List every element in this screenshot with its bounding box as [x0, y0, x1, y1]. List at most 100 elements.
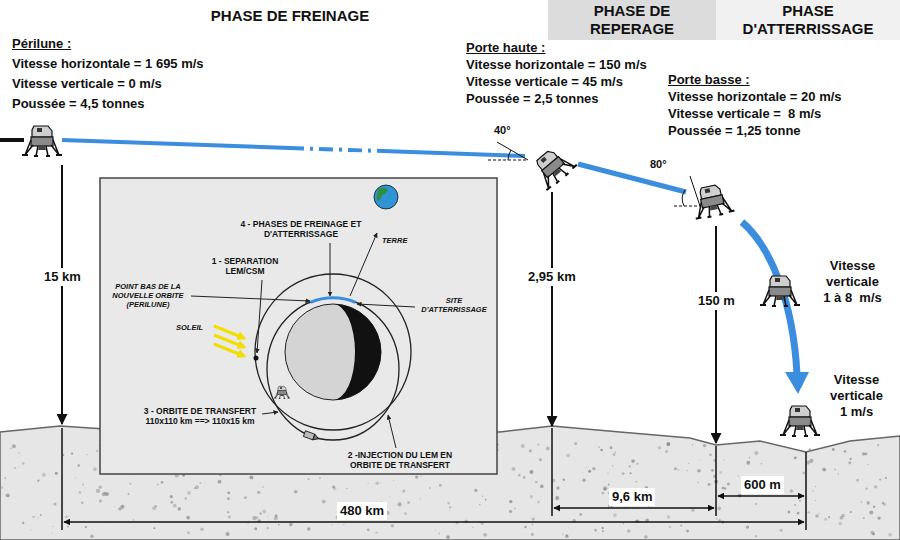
trajectory-arrowhead [785, 372, 809, 394]
ground-speckle [446, 535, 450, 539]
ground-speckle [838, 473, 839, 474]
step-label: 2 -INJECTION DU LEM EN ORBITE DE TRANSFE… [341, 450, 459, 470]
ground-speckle [227, 497, 230, 500]
ground-speckle [420, 498, 421, 499]
ground-speckle [601, 492, 604, 495]
descent-arc [310, 298, 355, 302]
inset-label: SOLEIL [176, 323, 203, 332]
ground-speckle [873, 505, 876, 508]
state-value: Poussée = 4,5 tonnes [12, 96, 145, 112]
ground-speckle [754, 451, 758, 455]
ground-speckle [555, 496, 559, 500]
ground-speckle [398, 502, 402, 506]
ground-speckle [839, 522, 842, 525]
ground-speckle [157, 484, 159, 486]
leader-line [262, 412, 278, 414]
ground-speckle [592, 467, 595, 470]
ground-speckle [99, 499, 102, 502]
ground-speckle [217, 480, 221, 484]
ground-speckle [530, 495, 533, 498]
phase-band: PHASE D'ATTERRISSAGE [716, 0, 900, 40]
ground-speckle [622, 472, 625, 475]
ground-speckle [709, 453, 712, 456]
ground-speckle [598, 446, 600, 448]
ground-speckle [195, 485, 199, 489]
ground-speckle [724, 460, 725, 461]
ground-speckle [717, 506, 721, 510]
ground-speckle [603, 486, 607, 490]
ground-speckle [623, 523, 624, 524]
ground-speckle [81, 502, 83, 504]
ground-speckle [77, 464, 79, 466]
lunar-module [760, 276, 800, 306]
ground-speckle [402, 489, 405, 492]
ground-speckle [708, 483, 711, 486]
ground-speckle [832, 448, 835, 451]
ground-speckle [716, 518, 718, 520]
ground-speckle [483, 533, 487, 537]
ground-speckle [790, 489, 794, 493]
ground-speckle [574, 442, 577, 445]
ground-speckle [177, 507, 181, 511]
ground-speckle [227, 511, 229, 513]
inset-label: TERRE [382, 236, 407, 245]
ground-speckle [85, 526, 87, 528]
state-value: Poussée = 1,25 tonne [668, 123, 801, 139]
ground-speckle [42, 473, 46, 477]
ground-speckle [438, 533, 440, 535]
ground-speckle [724, 487, 726, 489]
ground-speckle [563, 479, 565, 481]
ground-speckle [407, 501, 410, 504]
extension-line [715, 446, 717, 516]
ground-speckle [22, 462, 25, 465]
distance-label: 480 km [337, 502, 387, 520]
ground-speckle [615, 451, 616, 452]
ground-speckle [885, 477, 887, 479]
ground-speckle [755, 503, 757, 505]
circular-orbit [255, 274, 411, 430]
angle-label: 80° [650, 158, 667, 171]
ground-speckle [170, 501, 173, 504]
ground-speckle [152, 506, 156, 510]
ground-speckle [879, 479, 881, 481]
ground-speckle [566, 534, 568, 536]
ground-speckle [749, 457, 751, 459]
inset-label: SITE D'ATTERRISSAGE [418, 296, 490, 314]
ground-speckle [511, 467, 515, 471]
ground-speckle [612, 465, 613, 466]
ground-speckle [579, 513, 582, 516]
ground-speckle [153, 527, 155, 529]
state-heading: Porte haute : [466, 40, 545, 56]
ground-speckle [294, 490, 298, 494]
step-label: 1 - SEPARATION LEM/CSM [195, 256, 295, 276]
sun-ray [214, 344, 244, 356]
ground-speckle [691, 509, 694, 512]
ground-speckle [844, 450, 847, 453]
ground-speckle [539, 458, 542, 461]
ground-speckle [4, 477, 6, 479]
ground-speckle [667, 515, 671, 519]
angle-label: 40° [494, 124, 511, 137]
ground-speckle [535, 481, 537, 483]
ground-speckle [611, 506, 613, 508]
ground-speckle [562, 534, 564, 536]
ground-speckle [185, 497, 187, 499]
ground-speckle [228, 515, 231, 518]
ground-speckle [170, 495, 173, 498]
altitude-line [715, 226, 717, 443]
ground-speckle [79, 491, 81, 493]
ground-speckle [700, 459, 701, 460]
ground-speckle [565, 534, 569, 538]
ground-speckle [52, 526, 53, 527]
ground-speckle [521, 444, 525, 448]
ground-speckle [259, 512, 261, 514]
ground-speckle [822, 468, 826, 472]
ground-speckle [393, 480, 394, 481]
ground-speckle [608, 483, 610, 485]
ground-speckle [53, 502, 56, 505]
ground-speckle [819, 513, 820, 514]
ground-speckle [877, 516, 880, 519]
ground-speckle [289, 523, 292, 526]
ground-speckle [332, 524, 333, 525]
phase-title: PHASE DE REPERAGE [567, 2, 697, 38]
